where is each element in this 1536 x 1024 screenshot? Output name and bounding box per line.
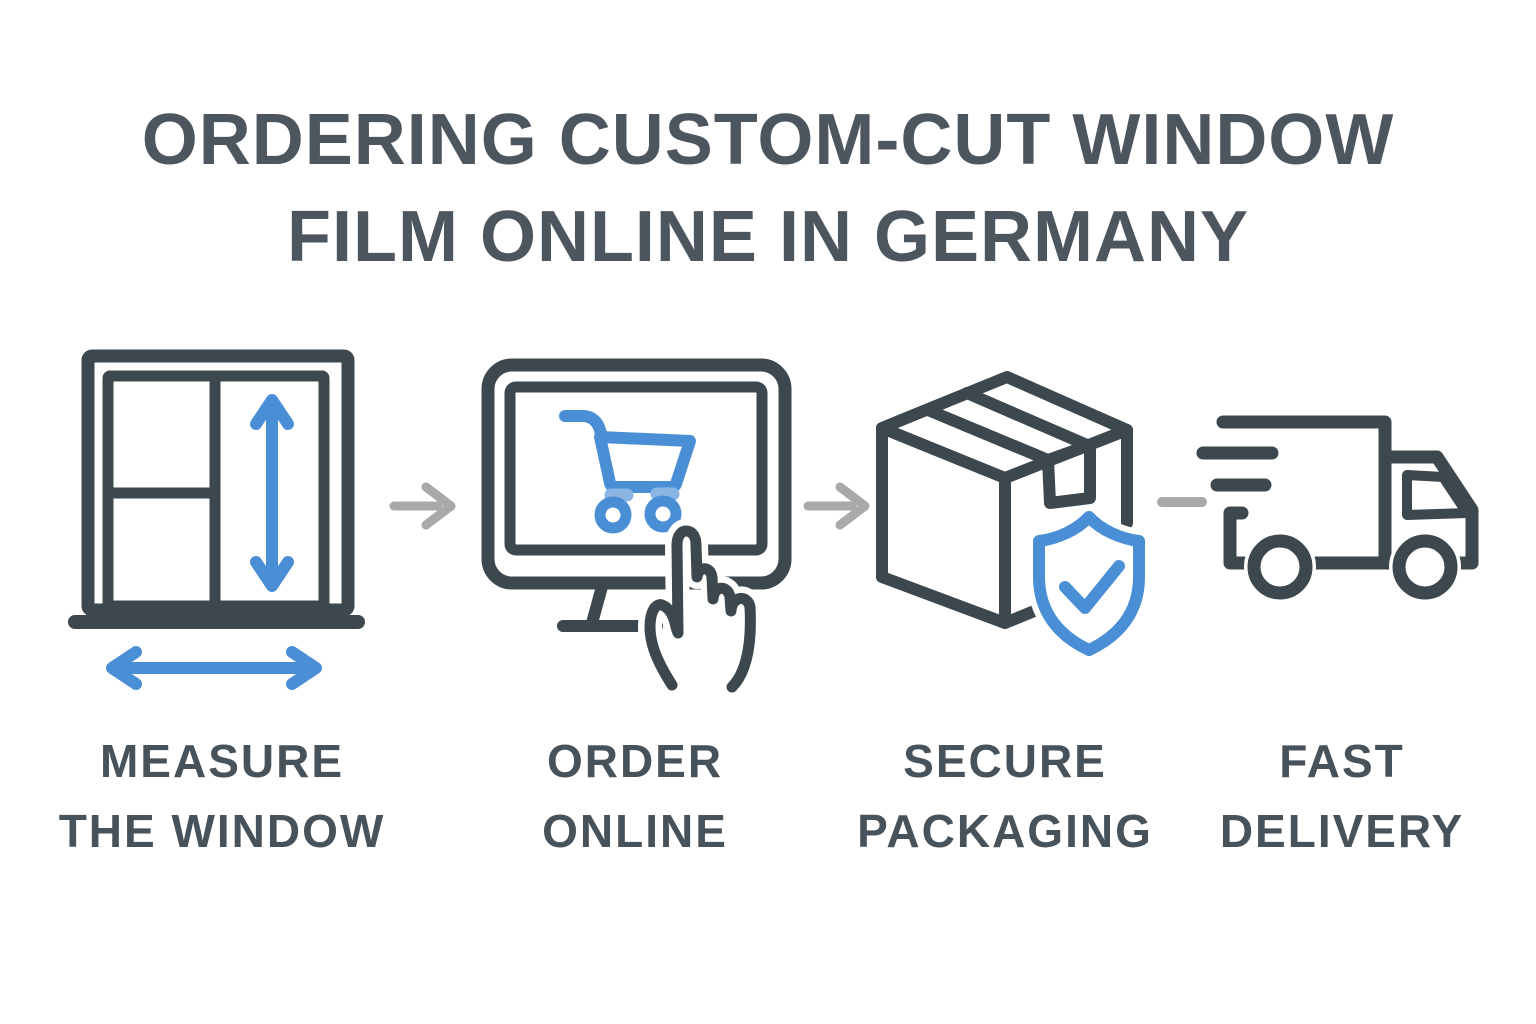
arrow-right-icon: [803, 482, 870, 530]
speed-lines: [1196, 446, 1279, 492]
step-label-line: ONLINE: [542, 805, 728, 857]
step-label-line: THE WINDOW: [58, 805, 386, 857]
step-label-line: ORDER: [546, 735, 724, 787]
package-shield-icon: [876, 371, 1151, 662]
step-label-line: MEASURE: [99, 735, 345, 787]
step-label-line: DELIVERY: [1219, 805, 1465, 857]
window-measure-icon: [68, 349, 365, 690]
horizontal-measure-arrow: [106, 646, 322, 690]
page-title-line-1: ORDERING CUSTOM-CUT WINDOW: [141, 100, 1395, 180]
arrow-right-icon: [389, 482, 456, 530]
shield-check-icon: [1027, 505, 1151, 662]
step-label-delivery: FAST DELIVERY: [1192, 726, 1492, 866]
step-label-order: ORDER ONLINE: [485, 726, 785, 866]
tape-flap: [1042, 439, 1096, 509]
page-title-line-2: FILM ONLINE IN GERMANY: [287, 197, 1249, 277]
step-label-packaging: SECURE PACKAGING: [825, 726, 1185, 866]
dash-connector-icon: [1157, 497, 1207, 507]
vertical-measure-arrow: [250, 394, 294, 592]
shopping-cart-icon: [559, 410, 696, 534]
truck-wheels: [1244, 531, 1461, 603]
delivery-truck-icon: [1196, 415, 1479, 603]
step-label-line: SECURE: [903, 735, 1107, 787]
monitor-cart-click-icon: [481, 358, 792, 699]
step-label-measure: MEASURE THE WINDOW: [12, 726, 432, 866]
step-label-line: PACKAGING: [857, 805, 1153, 857]
step-label-line: FAST: [1279, 735, 1405, 787]
click-hand-icon: [638, 519, 763, 699]
page-title: ORDERING CUSTOM-CUT WINDOW FILM ONLINE I…: [0, 92, 1536, 286]
